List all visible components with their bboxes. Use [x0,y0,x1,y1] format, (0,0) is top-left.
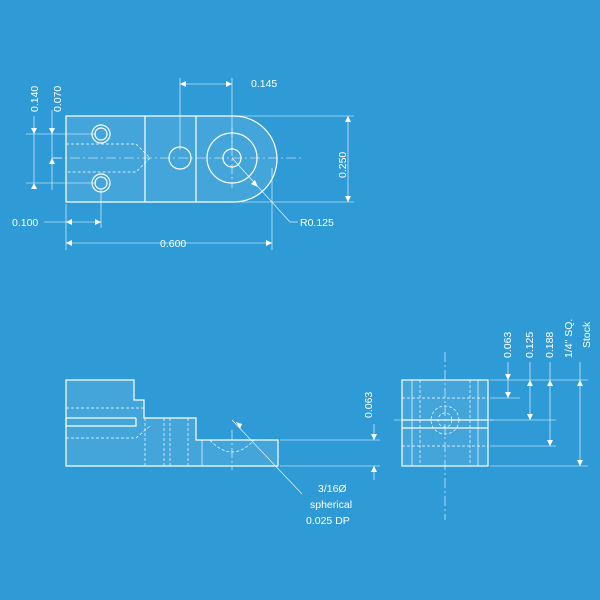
dim-end-0188-label: 0.188 [544,332,556,358]
side-view-outline [65,379,279,467]
dim-end-0063-label: 0.063 [502,332,514,358]
side-view: 0.063 3/16Ø spherical 0.025 DP [65,379,380,527]
dim-stock-line1: 1/4" SQ. [563,319,575,358]
note-line2: spherical [310,499,352,511]
note-line1: 3/16Ø [318,483,347,495]
top-view-outline [65,115,278,203]
dim-0140-label: 0.140 [29,86,41,112]
dim-side-0063-label: 0.063 [363,392,375,418]
dim-0070-label: 0.070 [52,86,64,112]
dim-end-0125-label: 0.125 [524,332,536,358]
top-view: 0.140 0.070 0.145 0.250 R0.125 0.100 [12,78,354,250]
end-view: 0.063 0.125 0.188 1/4" SQ. Stock [394,319,593,520]
dim-radius-label: R0.125 [300,217,334,229]
dim-0145-label: 0.145 [251,78,277,90]
dim-0250-label: 0.250 [337,152,349,178]
dim-stock-line2: Stock [581,321,593,348]
note-line3: 0.025 DP [306,515,350,527]
dim-0100-label: 0.100 [12,217,38,229]
dim-0600-label: 0.600 [160,238,186,250]
